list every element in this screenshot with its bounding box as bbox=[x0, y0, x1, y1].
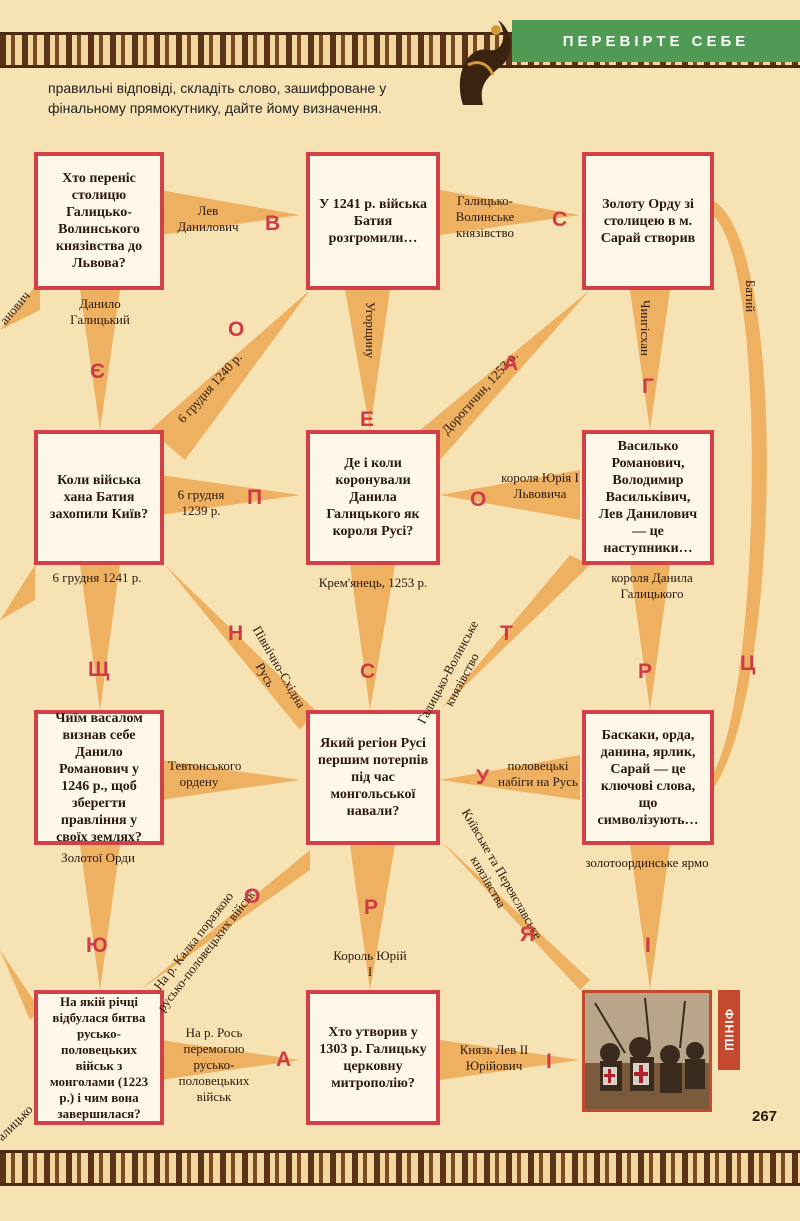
cipher-letter: У bbox=[476, 766, 490, 789]
ray bbox=[140, 850, 310, 990]
cipher-letter: С bbox=[552, 208, 568, 231]
cipher-letter: Н bbox=[228, 622, 244, 645]
section-header: ПЕРЕВІРТЕ СЕБЕ bbox=[512, 20, 800, 62]
cipher-letter: Т bbox=[500, 622, 513, 645]
ray bbox=[712, 200, 767, 790]
ray bbox=[440, 1040, 580, 1080]
question-text: Василько Романович, Володимир Васильківи… bbox=[598, 439, 698, 556]
question-text: Хто утворив у 1303 р. Галицьку церковну … bbox=[319, 1024, 427, 1091]
question-box: Хто утворив у 1303 р. Галицьку церковну … bbox=[306, 990, 440, 1125]
ray bbox=[160, 1040, 300, 1080]
answer-label: Данило Галицький bbox=[70, 296, 130, 327]
answer-label: Лев Данилович bbox=[177, 203, 239, 234]
ray bbox=[630, 845, 670, 990]
answer-label: Крем'янець, 1253 р. bbox=[318, 575, 428, 590]
question-box: Баскаки, орда, данина, ярлик, Сарай — це… bbox=[582, 710, 714, 845]
ray bbox=[80, 565, 120, 710]
answer-label: Чингісхан bbox=[638, 300, 653, 356]
answer-label: Батий bbox=[743, 279, 758, 313]
cipher-letter: Щ bbox=[88, 658, 110, 681]
cipher-letter: Р bbox=[638, 660, 653, 683]
finish-image bbox=[582, 990, 712, 1112]
answer-label: Тевтонського ордену bbox=[168, 758, 242, 789]
ray bbox=[345, 290, 390, 430]
question-box: Василько Романович, Володимир Васильківи… bbox=[582, 430, 714, 565]
ray bbox=[160, 190, 300, 235]
cipher-letter: Я bbox=[520, 923, 536, 946]
ray bbox=[0, 565, 35, 620]
cipher-letter: С bbox=[360, 660, 376, 683]
ray bbox=[630, 290, 670, 430]
cipher-letter: Г bbox=[642, 375, 654, 398]
ray bbox=[150, 290, 310, 460]
answer-label: короля Юрія І Львовича bbox=[501, 470, 579, 501]
cipher-letter: І bbox=[546, 1050, 552, 1073]
question-box: Коли війська хана Батия захопили Київ? bbox=[34, 430, 164, 565]
ray bbox=[80, 845, 120, 990]
cipher-letter: Е bbox=[360, 408, 375, 431]
ray bbox=[440, 755, 580, 800]
ray bbox=[80, 290, 120, 430]
cipher-letter: А bbox=[276, 1048, 292, 1071]
cipher-letter: О bbox=[228, 318, 245, 341]
cipher-letter: Ю bbox=[86, 934, 108, 957]
cipher-letter: А bbox=[503, 352, 519, 375]
cipher-letter: П bbox=[247, 486, 263, 509]
ray bbox=[630, 565, 670, 710]
answer-label: 6 грудня 1239 р. bbox=[177, 487, 225, 518]
question-box: Хто переніс столицю Галицько-Волинського… bbox=[34, 152, 164, 290]
page-number: 267 bbox=[752, 1108, 778, 1125]
answer-label: 6 грудня 1241 р. bbox=[52, 570, 142, 585]
answer-label: короля Данила Галицького bbox=[611, 570, 693, 601]
question-text: Хто переніс столицю Галицько-Волинського… bbox=[55, 171, 143, 271]
cipher-letter: Є bbox=[90, 360, 105, 383]
intro-text: правильні відповіді, складіть слово, заш… bbox=[48, 80, 387, 116]
battle-scene-image bbox=[585, 993, 709, 1109]
ray bbox=[160, 475, 300, 515]
question-box: На якій річці відбулася битва русько-пол… bbox=[34, 990, 164, 1125]
answer-label: Галицько-Волинське князівство bbox=[455, 193, 515, 240]
answer-label: половецькі набіги на Русь bbox=[498, 758, 578, 789]
ray bbox=[0, 950, 40, 1020]
answer-label: Князь Лев II Юрійович bbox=[459, 1042, 529, 1073]
bottom-ornament-border bbox=[0, 1150, 800, 1186]
ray bbox=[160, 760, 300, 800]
question-box: Який регіон Русі першим потерпів під час… bbox=[306, 710, 440, 845]
ray bbox=[350, 845, 395, 990]
cipher-letter: Ц bbox=[740, 652, 756, 675]
cipher-letter: О bbox=[470, 488, 487, 511]
ray bbox=[440, 840, 590, 990]
ray bbox=[350, 565, 395, 710]
answer-label: Король Юрій І bbox=[333, 948, 407, 979]
answer-label: золотоординське ярмо bbox=[585, 855, 709, 870]
cipher-letter: В bbox=[265, 212, 281, 235]
ray bbox=[440, 470, 580, 520]
cipher-letter: О bbox=[244, 885, 261, 908]
ray bbox=[420, 290, 590, 460]
cipher-letter: І bbox=[645, 934, 651, 957]
question-text: Золоту Орду зі столицею в м. Сарай створ… bbox=[600, 196, 696, 246]
question-text: Який регіон Русі першим потерпів під час… bbox=[317, 736, 429, 819]
question-text: Баскаки, орда, данина, ярлик, Сарай — це… bbox=[597, 727, 699, 828]
finish-label: ФІНІШ bbox=[718, 990, 740, 1070]
answer-label: Угорщину bbox=[363, 301, 378, 359]
answer-label: На р. Рось перемогою русько-половецьких … bbox=[178, 1025, 250, 1104]
ray bbox=[440, 190, 580, 235]
question-text: Чиїм васалом визнав себе Данило Романови… bbox=[55, 710, 143, 845]
question-box: Чиїм васалом визнав себе Данило Романови… bbox=[34, 710, 164, 845]
ray bbox=[165, 565, 315, 730]
bird-ornament-icon bbox=[459, 20, 511, 105]
question-text: Де і коли коронували Данила Галицького я… bbox=[326, 456, 420, 539]
cipher-letter: Р bbox=[364, 896, 379, 919]
answer-label: Золотої Орди bbox=[61, 850, 135, 865]
question-box: У 1241 р. війська Батия розгромили… bbox=[306, 152, 440, 290]
ray bbox=[0, 280, 40, 330]
question-text: У 1241 р. війська Батия розгромили… bbox=[318, 196, 428, 246]
question-text: Коли війська хана Батия захопили Київ? bbox=[49, 473, 149, 522]
ray bbox=[440, 555, 590, 710]
question-box: Золоту Орду зі столицею в м. Сарай створ… bbox=[582, 152, 714, 290]
question-box: Де і коли коронували Данила Галицького я… bbox=[306, 430, 440, 565]
question-text: На якій річці відбулася битва русько-пол… bbox=[49, 993, 149, 1121]
